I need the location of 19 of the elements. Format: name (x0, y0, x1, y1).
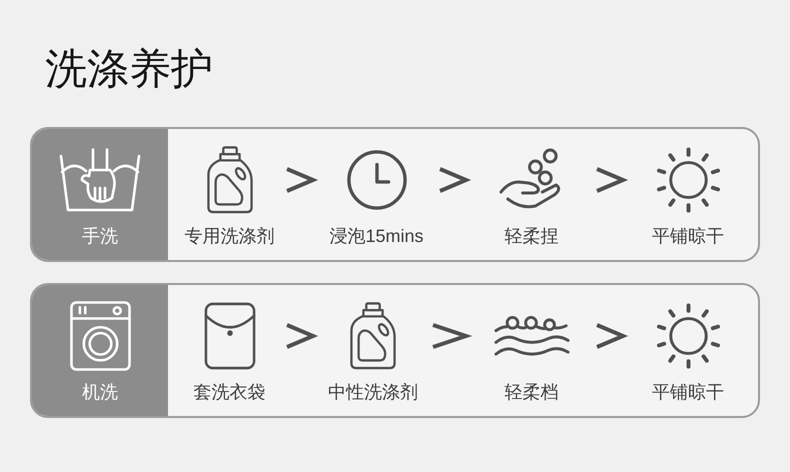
panel-heading: 机洗 (82, 381, 118, 403)
chevron-arrow (286, 167, 318, 193)
step-label: 平铺晾干 (652, 381, 724, 403)
page-title: 洗涤养护 (45, 46, 213, 92)
instruction-panel (30, 283, 760, 418)
chevron-arrow (439, 167, 472, 193)
step-label: 专用洗涤剂 (184, 225, 274, 247)
step-label: 浸泡15mins (329, 225, 424, 247)
chevron-arrow (596, 323, 628, 349)
step-label: 轻柔捏 (504, 225, 558, 247)
panel-heading: 手洗 (82, 225, 118, 247)
chevron-arrow (596, 167, 628, 193)
instruction-panel (30, 127, 760, 262)
step-label: 套洗衣袋 (194, 381, 266, 403)
chevron-arrow (286, 323, 318, 349)
chevron-arrow (432, 323, 472, 349)
step-label: 中性洗涤剂 (328, 381, 418, 403)
step-label: 平铺晾干 (652, 225, 724, 247)
step-label: 轻柔档 (504, 381, 558, 403)
